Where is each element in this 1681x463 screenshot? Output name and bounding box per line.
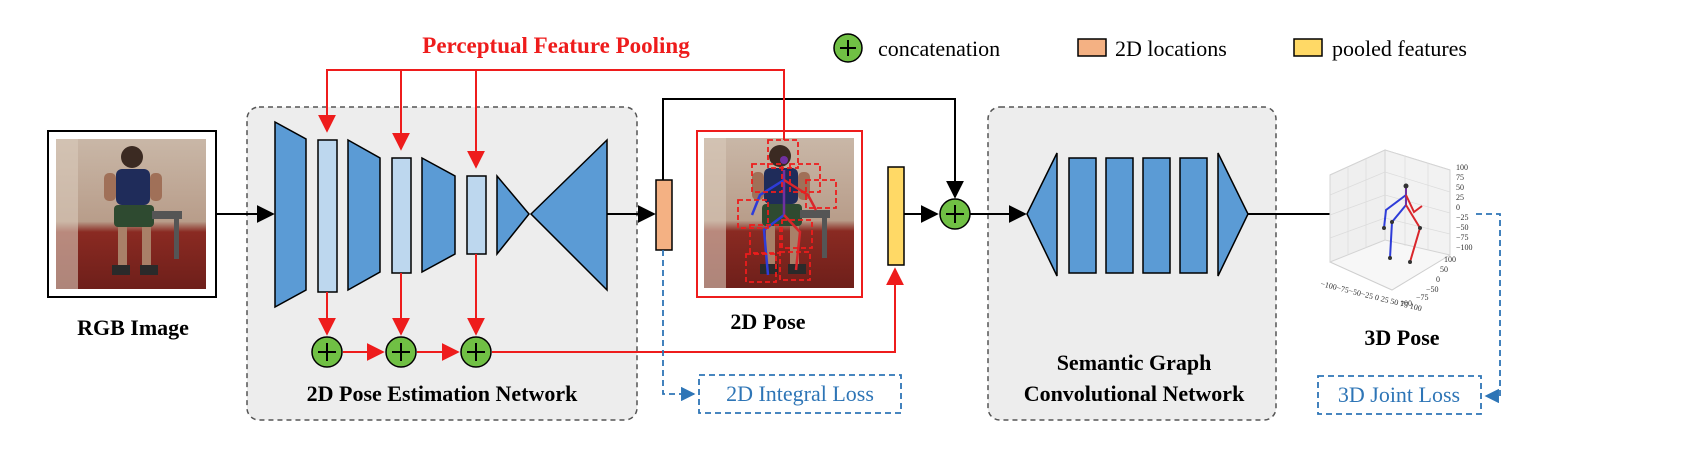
pose3d-plot: 100 75 50 25 0 −25 −50 −75 −100 −100−75−… (1320, 149, 1473, 313)
encoder-block (274, 120, 307, 309)
skeleton-overlay (750, 156, 818, 276)
encoder-block (347, 138, 381, 292)
svg-text:0: 0 (1456, 203, 1460, 212)
feature-map-3 (466, 175, 487, 255)
pose-estimation-panel (246, 106, 638, 421)
svg-text:0: 0 (1436, 275, 1440, 284)
rgb-label: RGB Image (77, 315, 189, 340)
svg-text:−25: −25 (1456, 213, 1469, 222)
concat-nodes-bottom (311, 336, 492, 368)
integral-loss-label: 2D Integral Loss (726, 381, 874, 406)
joint-loss-label: 3D Joint Loss (1338, 382, 1460, 407)
sgcn-layer (1142, 157, 1171, 274)
pooling-title: Perceptual Feature Pooling (422, 33, 690, 58)
svg-text:−50: −50 (1426, 285, 1439, 294)
pooled-block (887, 166, 905, 266)
z-axis-ticks: 100 75 50 25 0 −25 −50 −75 −100 (1456, 163, 1473, 252)
sgcn-blocks (1026, 152, 1249, 277)
pose3d-label: 3D Pose (1364, 325, 1439, 350)
arrow-to-joint-loss (1476, 213, 1501, 404)
pose2d-image (696, 130, 863, 298)
svg-text:25: 25 (1456, 193, 1464, 202)
feature-down-arrows (318, 254, 904, 361)
legend: concatenation 2D locations pooled featur… (833, 33, 1467, 63)
x-axis-ticks: −100−75−50−25 0 25 50 75 100 (1320, 279, 1423, 313)
pooling-boxes (737, 139, 837, 283)
sgcn-label-line1: Semantic Graph (1057, 350, 1212, 375)
plus-icon (946, 205, 964, 223)
encoder-block (421, 156, 456, 274)
svg-text:−50: −50 (1456, 223, 1469, 232)
legend-pooled-swatch (1293, 38, 1323, 57)
plus-icon (467, 343, 485, 361)
sgcn-output-block (1217, 152, 1249, 277)
pose-net-label: 2D Pose Estimation Network (307, 381, 578, 406)
svg-text:−75: −75 (1416, 293, 1429, 302)
plus-icon (318, 343, 336, 361)
svg-text:−100: −100 (1456, 243, 1473, 252)
sgcn-input-block (1026, 152, 1058, 277)
plus-icon (392, 343, 410, 361)
sgcn-layer (1068, 157, 1097, 274)
svg-text:75: 75 (1456, 173, 1464, 182)
svg-text:50: 50 (1456, 183, 1464, 192)
svg-text:100: 100 (1456, 163, 1468, 172)
legend-pooled-label: pooled features (1332, 36, 1467, 61)
sgcn-layer (1105, 157, 1134, 274)
feature-map-2 (391, 157, 412, 274)
bottleneck-left (496, 173, 530, 257)
pose2d-label: 2D Pose (730, 309, 805, 334)
pooling-arrows (318, 69, 785, 169)
arrow-skip-locations (662, 98, 964, 199)
locations-block (655, 179, 673, 251)
legend-concat-label: concatenation (878, 36, 1000, 61)
integral-loss-box (698, 374, 902, 414)
arrow-to-integral-loss (662, 250, 696, 402)
feature-map-1 (317, 139, 338, 293)
svg-text:100: 100 (1400, 299, 1412, 308)
svg-text:100: 100 (1444, 255, 1456, 264)
legend-locations-label: 2D locations (1115, 36, 1227, 61)
y-axis-ticks: 100 50 0 −50 −75 100 (1400, 255, 1456, 308)
sgcn-layer (1179, 157, 1208, 274)
sgcn-label-line2: Convolutional Network (1024, 381, 1245, 406)
pose-net-blocks (274, 120, 608, 309)
svg-text:−75: −75 (1456, 233, 1469, 242)
rgb-image (47, 130, 217, 298)
legend-locations-swatch (1077, 38, 1107, 57)
legend-plus-icon (840, 40, 856, 56)
joint-loss-box (1317, 375, 1482, 415)
svg-text:50: 50 (1440, 265, 1448, 274)
